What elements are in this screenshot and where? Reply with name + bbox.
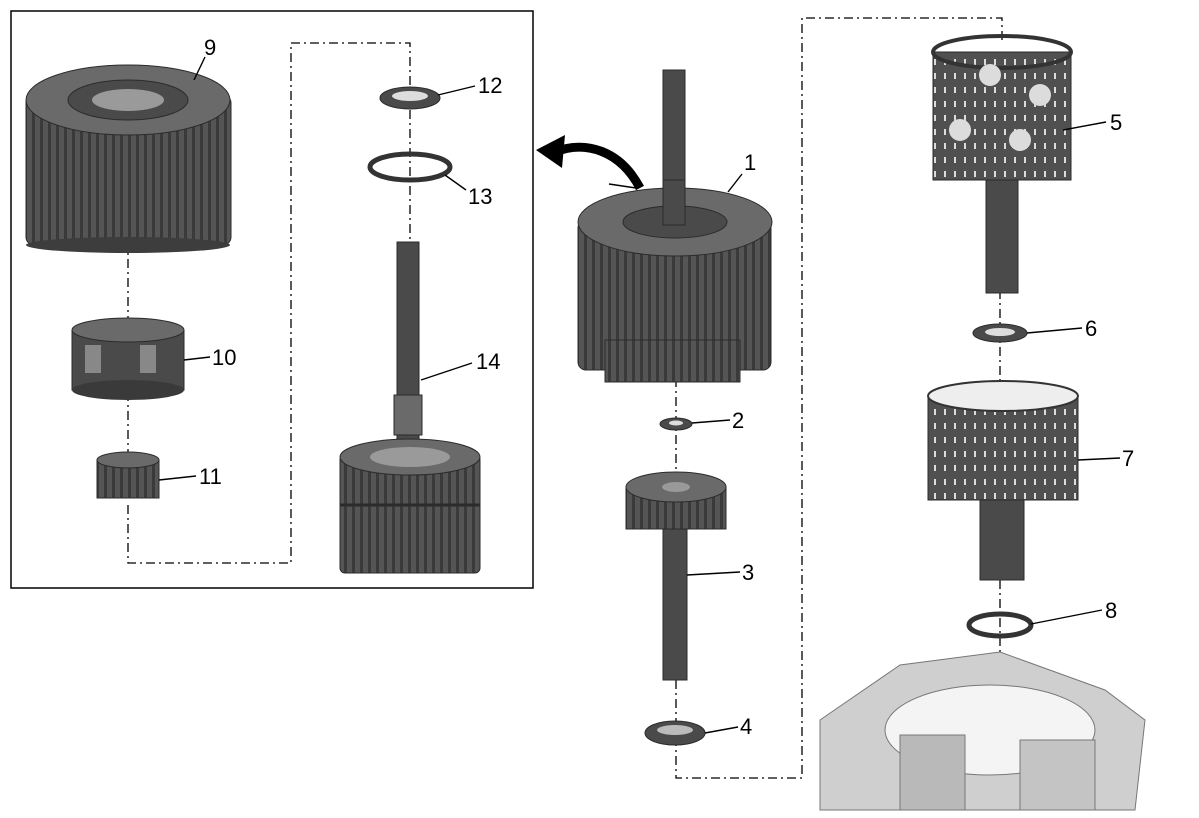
part-10-planet-carrier (71, 317, 185, 400)
callout-labels: 1 2 3 4 5 6 7 8 9 10 11 12 13 14 (199, 35, 1134, 739)
part-13-snap-ring (367, 151, 453, 183)
part-5-clutch-basket (931, 34, 1073, 294)
callout-3: 3 (742, 560, 754, 585)
callout-2: 2 (732, 408, 744, 433)
callout-8: 8 (1105, 598, 1117, 623)
part-1-clutch-assembly (577, 69, 773, 383)
part-3-gear-shaft (625, 471, 727, 681)
callout-13: 13 (468, 184, 492, 209)
part-9-clutch-drum (25, 64, 232, 253)
part-4-bearing-washer (644, 720, 706, 746)
callout-9: 9 (204, 35, 216, 60)
part-6-thrust-washer (972, 323, 1028, 343)
assembly-center-lines (127, 17, 1003, 780)
callout-14: 14 (476, 349, 500, 374)
part-12-thrust-washer (379, 86, 441, 110)
part-11-sun-gear (96, 451, 160, 499)
part-14-input-shaft-drum (339, 241, 481, 574)
part-7-spline-drum (927, 380, 1079, 581)
leader-lines (158, 56, 1121, 734)
callout-4: 4 (740, 714, 752, 739)
callout-10: 10 (212, 345, 236, 370)
callout-1: 1 (744, 150, 756, 175)
callout-11: 11 (199, 464, 222, 489)
detail-arrow (536, 135, 644, 191)
transmission-housing (819, 651, 1146, 811)
part-2-small-washer (659, 417, 693, 431)
callout-7: 7 (1122, 446, 1134, 471)
inset-frame (10, 10, 534, 589)
callout-12: 12 (478, 73, 502, 98)
part-8-bearing-race (966, 611, 1034, 639)
callout-6: 6 (1085, 316, 1097, 341)
callout-5: 5 (1110, 110, 1122, 135)
